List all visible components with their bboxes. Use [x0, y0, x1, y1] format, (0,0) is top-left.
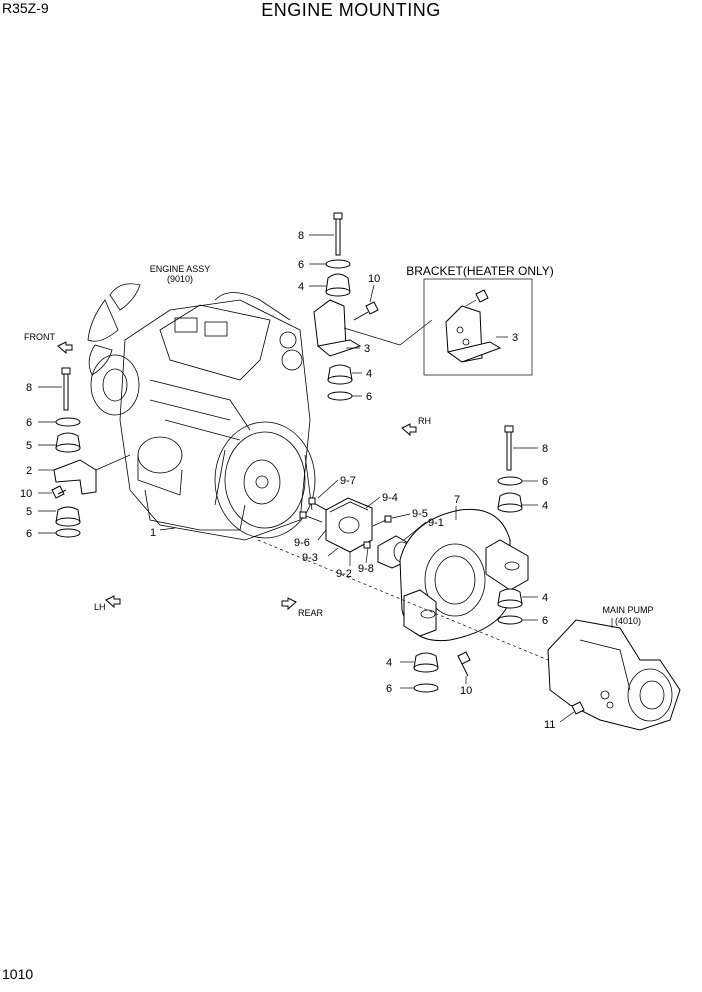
callout-11: 11	[544, 719, 555, 731]
front-arrow-icon	[57, 341, 73, 355]
callout-6: 6	[366, 391, 372, 403]
pump-housing-drawing	[399, 506, 529, 642]
engine-assy-ref: (9010)	[167, 274, 193, 284]
model-code: R35Z-9	[2, 0, 49, 16]
callout-9-5: 9-5	[412, 508, 428, 520]
main-pump-label: MAIN PUMP	[602, 605, 653, 615]
callout-4: 4	[386, 657, 392, 669]
callout-9-2: 9-2	[336, 568, 352, 580]
engine-assembly-drawing	[87, 283, 316, 541]
rh-direction-label: RH	[418, 416, 431, 426]
lh-arrow-icon	[105, 595, 121, 609]
front-direction-label: FRONT	[24, 332, 55, 342]
callout-7: 7	[454, 494, 460, 506]
rear-direction-label: REAR	[298, 608, 324, 618]
callout-10: 10	[368, 273, 380, 285]
callout-10: 10	[460, 685, 472, 697]
callout-9-7: 9-7	[340, 475, 356, 487]
callout-5: 5	[26, 506, 32, 518]
heater-bracket-label: BRACKET(HEATER ONLY)	[406, 264, 554, 278]
callout-10: 10	[20, 488, 32, 500]
main-pump-ref: (4010)	[615, 616, 641, 626]
callout-6: 6	[298, 259, 304, 271]
front-left-mount-parts	[38, 367, 176, 538]
main-pump-drawing	[547, 618, 681, 731]
callout-6: 6	[26, 528, 32, 540]
page-number: 1010	[2, 966, 34, 982]
right-mount-parts	[497, 425, 538, 625]
callout-3: 3	[364, 343, 370, 355]
callout-4: 4	[542, 592, 548, 604]
callout-9-6: 9-6	[294, 537, 310, 549]
callout-6: 6	[386, 683, 392, 695]
alignment-line	[257, 539, 549, 661]
callout-6: 6	[542, 615, 548, 627]
lh-direction-label: LH	[94, 602, 106, 612]
callout-4: 4	[366, 368, 372, 380]
callout-4: 4	[542, 500, 548, 512]
callout-8: 8	[26, 382, 32, 394]
callout-8: 8	[298, 230, 304, 242]
callout-8: 8	[542, 443, 548, 455]
heater-bracket-inset	[423, 278, 533, 376]
callout-9-1: 9-1	[428, 517, 444, 529]
callout-9-3: 9-3	[302, 552, 318, 564]
engine-assy-label: ENGINE ASSY	[150, 264, 211, 274]
rear-arrow-icon	[281, 597, 297, 611]
callout-6: 6	[26, 417, 32, 429]
bottom-mount-parts	[400, 651, 471, 693]
callout-6: 6	[542, 476, 548, 488]
callout-1: 1	[150, 527, 156, 539]
callout-2: 2	[26, 465, 32, 477]
callout-9-8: 9-8	[358, 563, 374, 575]
callout-9-4: 9-4	[382, 492, 398, 504]
rear-top-mount-parts	[309, 212, 433, 401]
callout-3: 3	[512, 332, 518, 344]
rh-arrow-icon	[401, 423, 417, 437]
callout-5: 5	[26, 440, 32, 452]
callout-4: 4	[298, 281, 304, 293]
page-title: ENGINE MOUNTING	[261, 0, 441, 20]
